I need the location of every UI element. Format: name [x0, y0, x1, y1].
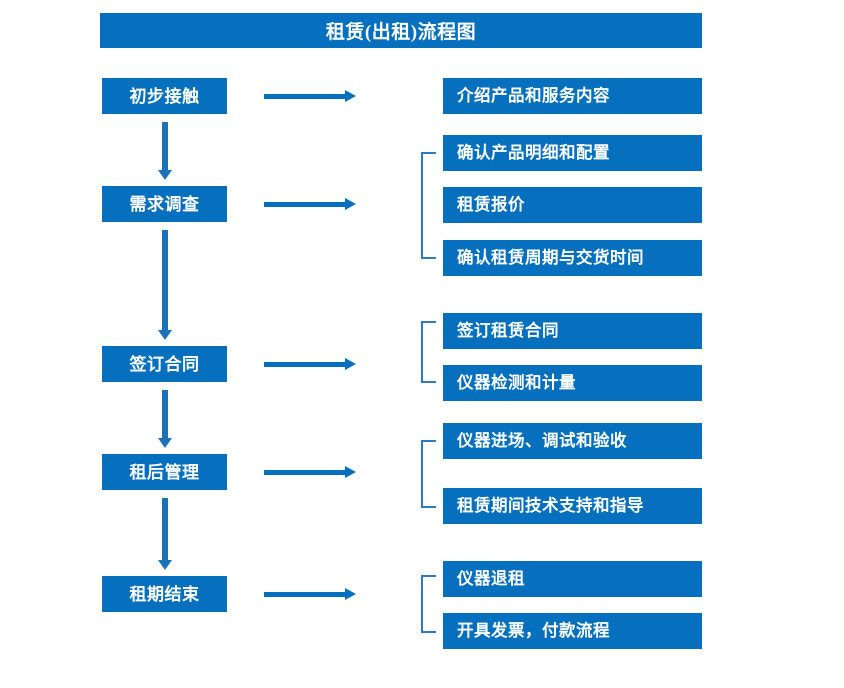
detail-box-9[interactable]: 仪器退租	[443, 561, 702, 597]
stage-to-detail-arrow-1	[264, 90, 356, 102]
detail-box-6[interactable]: 仪器检测和计量	[443, 365, 702, 401]
stage-to-detail-arrow-3	[264, 358, 356, 370]
stage-box-5[interactable]: 租期结束	[102, 576, 227, 612]
group-bracket-2	[421, 321, 443, 383]
page-title: 租赁(出租)流程图	[100, 13, 702, 48]
group-bracket-3	[421, 440, 443, 508]
detail-box-4[interactable]: 确认租赁周期与交货时间	[443, 240, 702, 276]
flow-arrow-down-2	[158, 230, 172, 340]
stage-box-1[interactable]: 初步接触	[102, 78, 227, 114]
flow-arrow-down-4	[158, 498, 172, 570]
group-bracket-1	[421, 152, 443, 259]
detail-box-1[interactable]: 介绍产品和服务内容	[443, 78, 702, 114]
detail-box-3[interactable]: 租赁报价	[443, 187, 702, 223]
detail-box-2[interactable]: 确认产品明细和配置	[443, 135, 702, 171]
stage-box-4[interactable]: 租后管理	[102, 454, 227, 490]
detail-box-5[interactable]: 签订租赁合同	[443, 313, 702, 349]
stage-box-3[interactable]: 签订合同	[102, 346, 227, 382]
detail-box-7[interactable]: 仪器进场、调试和验收	[443, 423, 702, 459]
flow-arrow-down-3	[158, 390, 172, 448]
stage-to-detail-arrow-2	[264, 198, 356, 210]
stage-box-2[interactable]: 需求调查	[102, 186, 227, 222]
group-bracket-4	[421, 575, 443, 633]
stage-to-detail-arrow-5	[264, 588, 356, 600]
detail-box-8[interactable]: 租赁期间技术支持和指导	[443, 488, 702, 524]
stage-to-detail-arrow-4	[264, 466, 356, 478]
detail-box-10[interactable]: 开具发票，付款流程	[443, 613, 702, 649]
flow-arrow-down-1	[158, 122, 172, 180]
